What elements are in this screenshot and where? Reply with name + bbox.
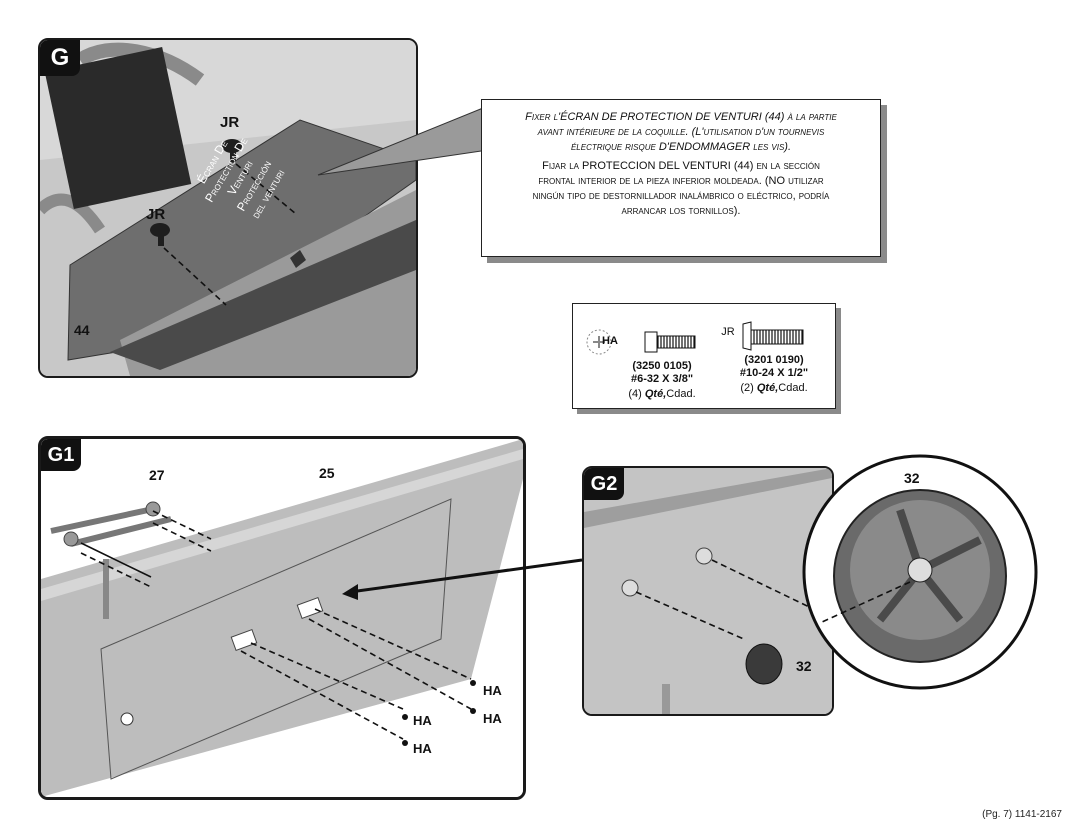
step-tag-g: G [40,40,80,76]
jr-quantity: (2) Qté,Cdad. [719,382,829,394]
screw-label-ha-1: HA [483,683,502,698]
jr-qty-count: (2) [740,382,754,394]
panel-g1: G1 27 25 HA HA HA HA [38,436,526,800]
instruction-fr-line-1: Fixer l'ÉCRAN DE PROTECTION DE VENTURI (… [525,111,837,123]
screw-label-jr-left: JR [146,206,166,223]
step-tag-g2: G2 [584,468,624,500]
instruction-es-line-1: Fijar la PROTECCION DEL VENTURI (44) en … [542,160,820,172]
jr-part-number: (3201 0190) [744,354,804,366]
knob-small [745,643,783,685]
ha-screw-icon [644,331,658,353]
page-footer: (Pg. 7) 1141-2167 [982,809,1062,820]
screw-label-ha-3: HA [413,713,432,728]
instruction-callout: Fixer l'ÉCRAN DE PROTECTION DE VENTURI (… [481,99,881,257]
ha-part-number: (3250 0105) [632,360,692,372]
part-label-44: 44 [74,322,90,338]
magnified-knob-circle [802,454,1038,690]
ha-code: HA [602,335,618,347]
jr-size: #10-24 X 1/2" [739,367,809,379]
screw-label-ha-2: HA [483,711,502,726]
ha-qty-fr: Qté, [644,388,667,400]
jr-screw-top [222,139,242,153]
jr-qty-es: Cdad. [778,382,808,394]
instruction-fr-line-2: avant intérieure de la coquille. (L'util… [537,126,825,138]
instruction-es-line-4: arrancar los tornillos). [621,205,741,217]
ha-head-icon [586,329,612,355]
ha-qty-count: (4) [628,388,642,400]
ha-size: #6-32 X 3/8" [630,373,694,385]
part-label-27: 27 [149,467,165,483]
jr-qty-fr: Qté, [756,382,779,394]
part-label-32-top: 32 [904,470,920,486]
panel-g1-illustration [41,439,523,797]
hardware-illustration [586,321,804,355]
part-label-32-bottom: 32 [796,658,812,674]
instruction-es-line-3: ningún tipo de destornillador inalámbric… [532,190,830,202]
jr-code: JR [721,326,735,338]
magnified-knob [833,489,1007,663]
control-box [44,47,192,209]
panel-g2: G2 32 [582,466,834,716]
ha-quantity: (4) Qté,Cdad. [607,388,717,400]
instruction-es-line-2: frontal interior de la pieza inferior mo… [538,175,824,187]
step-tag-g1: G1 [41,439,81,471]
jr-screw-left [150,223,170,237]
venturi-shield [67,119,416,361]
screw-label-jr-top: JR [220,114,240,131]
instruction-es: Fijar la PROTECCION DEL VENTURI (44) en … [490,159,872,219]
ha-qty-es: Cdad. [666,388,696,400]
panel-g2-illustration [584,468,832,714]
instruction-fr: Fixer l'ÉCRAN DE PROTECTION DE VENTURI (… [490,110,872,155]
hardware-box: HA (3250 0105) #6-32 X 3/8" (4) Qté,Cdad… [572,303,836,409]
instruction-fr-line-3: électrique risque D'ENDOMMAGER les vis). [570,141,792,153]
screw-label-ha-4: HA [413,741,432,756]
panel-g: G 44 JR JR Écran De Protection De Ventur… [38,38,418,378]
jr-screw-icon [742,321,752,351]
part-label-25: 25 [319,465,335,481]
